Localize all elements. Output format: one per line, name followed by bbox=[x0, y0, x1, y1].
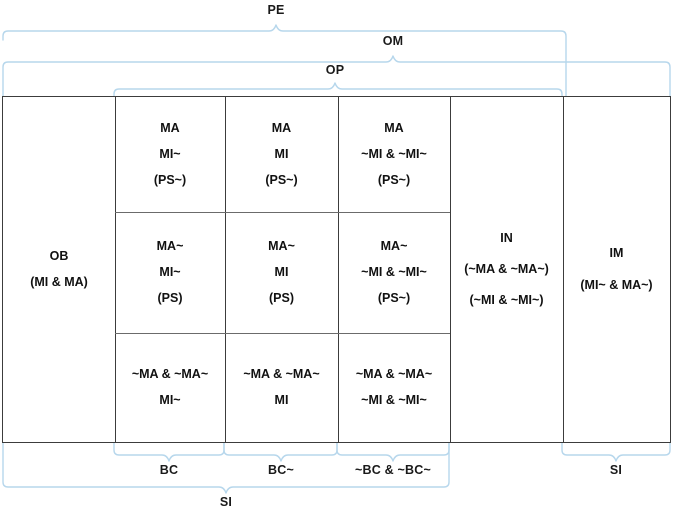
brace-notbc bbox=[336, 442, 450, 462]
cell-r1c3-line-1: ~MI & ~MI~ bbox=[361, 146, 427, 161]
brace-si-right bbox=[561, 442, 671, 462]
brace-label-op: OP bbox=[325, 63, 345, 77]
cell-r3c3-line-1: ~MI & ~MI~ bbox=[361, 393, 427, 407]
cell-r1c1-line-2: (PS~) bbox=[153, 173, 187, 188]
cell-r1c1-line-0: MA bbox=[160, 120, 180, 135]
cell-ob-line-1: (MI & MA) bbox=[30, 275, 88, 289]
brace-op bbox=[113, 82, 563, 97]
cell-r2c1-line-2: (PS) bbox=[157, 291, 183, 306]
brace-label-notbc: ~BC & ~BC~ bbox=[355, 463, 431, 477]
column-divider-4 bbox=[450, 97, 451, 442]
cell-r3c3: ~MA & ~MA~ ~MI & ~MI~ bbox=[338, 333, 450, 442]
cell-in: IN (~MA & ~MA~) (~MI & ~MI~) bbox=[450, 97, 563, 442]
cell-r2c2-line-1: MI bbox=[274, 264, 289, 279]
cell-r1c1-line-1: MI~ bbox=[159, 146, 181, 161]
brace-label-bc-tilde: BC~ bbox=[268, 463, 294, 477]
cell-r3c1: ~MA & ~MA~ MI~ bbox=[115, 333, 225, 442]
cell-r3c2: ~MA & ~MA~ MI bbox=[225, 333, 338, 442]
brace-label-si-right: SI bbox=[609, 463, 623, 477]
cell-im-line-1: (MI~ & MA~) bbox=[580, 277, 653, 292]
brace-label-om: OM bbox=[382, 34, 404, 48]
column-divider-3 bbox=[338, 97, 339, 442]
cell-r1c3: MA ~MI & ~MI~ (PS~) bbox=[338, 97, 450, 212]
cell-r1c3-line-0: MA bbox=[384, 120, 404, 135]
cell-im-line-0: IM bbox=[609, 246, 624, 261]
cell-in-line-2: (~MI & ~MI~) bbox=[469, 293, 544, 308]
brace-bc bbox=[113, 442, 225, 462]
cell-ob: OB (MI & MA) bbox=[3, 97, 115, 442]
cell-r2c3-line-0: MA~ bbox=[380, 238, 408, 253]
cell-r2c1: MA~ MI~ (PS) bbox=[115, 212, 225, 333]
cell-r2c3: MA~ ~MI & ~MI~ (PS~) bbox=[338, 212, 450, 333]
cell-r1c1: MA MI~ (PS~) bbox=[115, 97, 225, 212]
cell-im: IM (MI~ & MA~) bbox=[563, 97, 670, 442]
brace-bc-tilde bbox=[223, 442, 338, 462]
cell-ob-line-0: OB bbox=[49, 248, 69, 263]
brace-label-pe: PE bbox=[267, 3, 285, 17]
cell-r1c2: MA MI (PS~) bbox=[225, 97, 338, 212]
cell-r3c1-line-0: ~MA & ~MA~ bbox=[131, 366, 209, 381]
cell-r2c2-line-2: (PS) bbox=[269, 291, 294, 306]
cell-r3c2-line-1: MI bbox=[274, 393, 289, 407]
brace-label-bc: BC bbox=[159, 463, 179, 477]
cell-r2c1-line-1: MI~ bbox=[159, 264, 181, 279]
cell-r2c3-line-1: ~MI & ~MI~ bbox=[361, 264, 427, 279]
brace-label-si-bottom: SI bbox=[219, 495, 233, 509]
cell-r1c2-line-0: MA bbox=[271, 120, 292, 135]
cell-r3c1-line-1: MI~ bbox=[159, 393, 181, 407]
cell-r1c3-line-2: (PS~) bbox=[377, 173, 411, 188]
cell-r1c2-line-1: MI bbox=[274, 146, 289, 161]
column-divider-2 bbox=[225, 97, 226, 442]
row-divider-2 bbox=[115, 333, 450, 334]
cell-r2c2: MA~ MI (PS) bbox=[225, 212, 338, 333]
cell-in-line-1: (~MA & ~MA~) bbox=[464, 261, 549, 276]
cell-r2c1-line-0: MA~ bbox=[156, 238, 184, 253]
column-divider-1 bbox=[115, 97, 116, 442]
cell-r3c3-line-0: ~MA & ~MA~ bbox=[355, 366, 433, 381]
brace-pe bbox=[2, 24, 567, 97]
cell-r2c3-line-2: (PS~) bbox=[377, 291, 411, 306]
row-divider-1 bbox=[115, 212, 450, 213]
cell-r3c2-line-0: ~MA & ~MA~ bbox=[243, 366, 320, 381]
cell-in-line-0: IN bbox=[500, 230, 513, 245]
cell-r1c2-line-2: (PS~) bbox=[265, 173, 298, 188]
classification-table: OB (MI & MA) MA MI~ (PS~) MA MI (PS~) MA… bbox=[2, 96, 671, 443]
column-divider-5 bbox=[563, 97, 564, 442]
cell-r2c2-line-0: MA~ bbox=[268, 238, 295, 253]
